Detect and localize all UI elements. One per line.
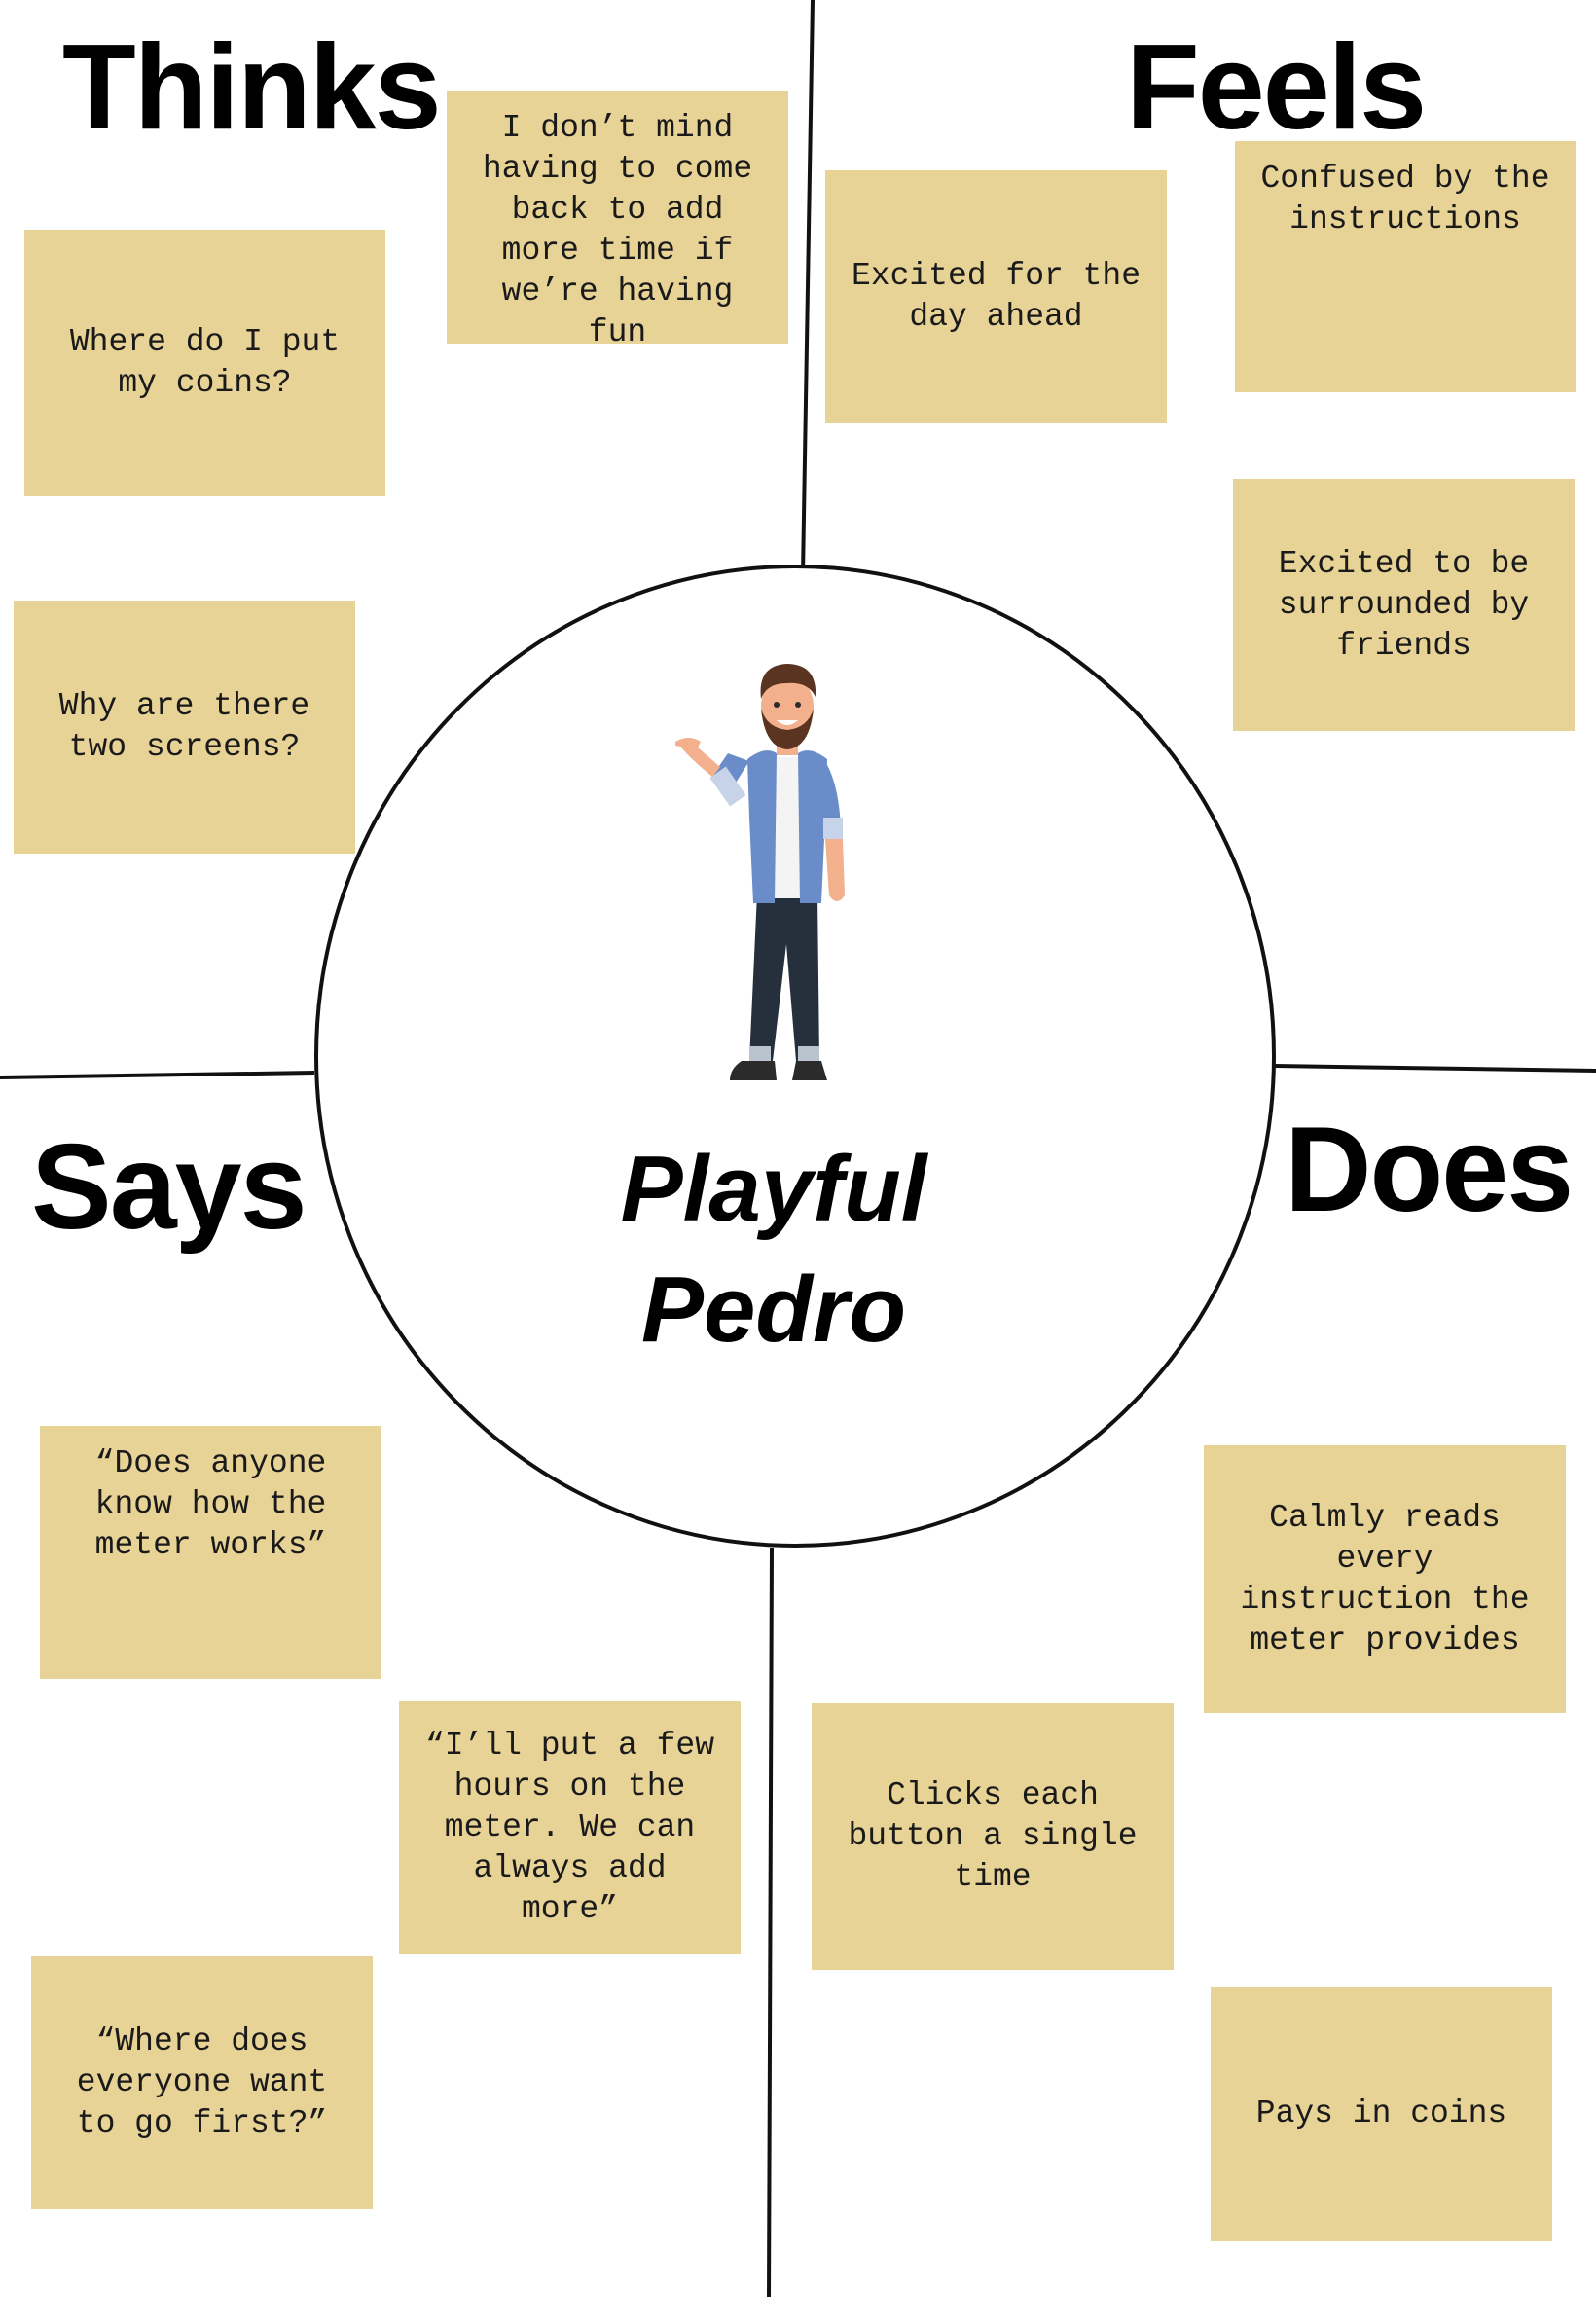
persona-name: Playful Pedro (620, 1137, 927, 1362)
divider-top (801, 0, 815, 575)
sticky-note: Calmly reads every instruction the meter… (1204, 1445, 1566, 1713)
persona-circle (314, 565, 1276, 1548)
thinks-heading: Thinks (62, 20, 442, 155)
divider-left (0, 1071, 315, 1079)
feels-heading: Feels (1126, 20, 1427, 155)
sticky-note: Where do I put my coins? (24, 230, 385, 496)
sticky-note: Why are there two screens? (14, 601, 355, 854)
sticky-note: Pays in coins (1211, 1987, 1552, 2241)
sticky-note: Excited for the day ahead (825, 170, 1167, 423)
sticky-note: Excited to be surrounded by friends (1233, 479, 1575, 731)
sticky-note: “I’ll put a few hours on the meter. We c… (399, 1701, 741, 1954)
sticky-note: “Does anyone know how the meter works” (40, 1426, 381, 1679)
sticky-note: Clicks each button a single time (812, 1703, 1174, 1970)
says-heading: Says (31, 1120, 308, 1255)
sticky-note: “Where does everyone want to go first?” (31, 1956, 373, 2209)
sticky-note: Confused by the instructions (1235, 141, 1576, 392)
persona-man-waving-icon (675, 664, 845, 1080)
divider-right (1274, 1064, 1596, 1073)
sticky-note: I don’t mind having to come back to add … (447, 91, 788, 350)
does-heading: Does (1285, 1103, 1574, 1237)
divider-bottom (767, 1547, 774, 2297)
